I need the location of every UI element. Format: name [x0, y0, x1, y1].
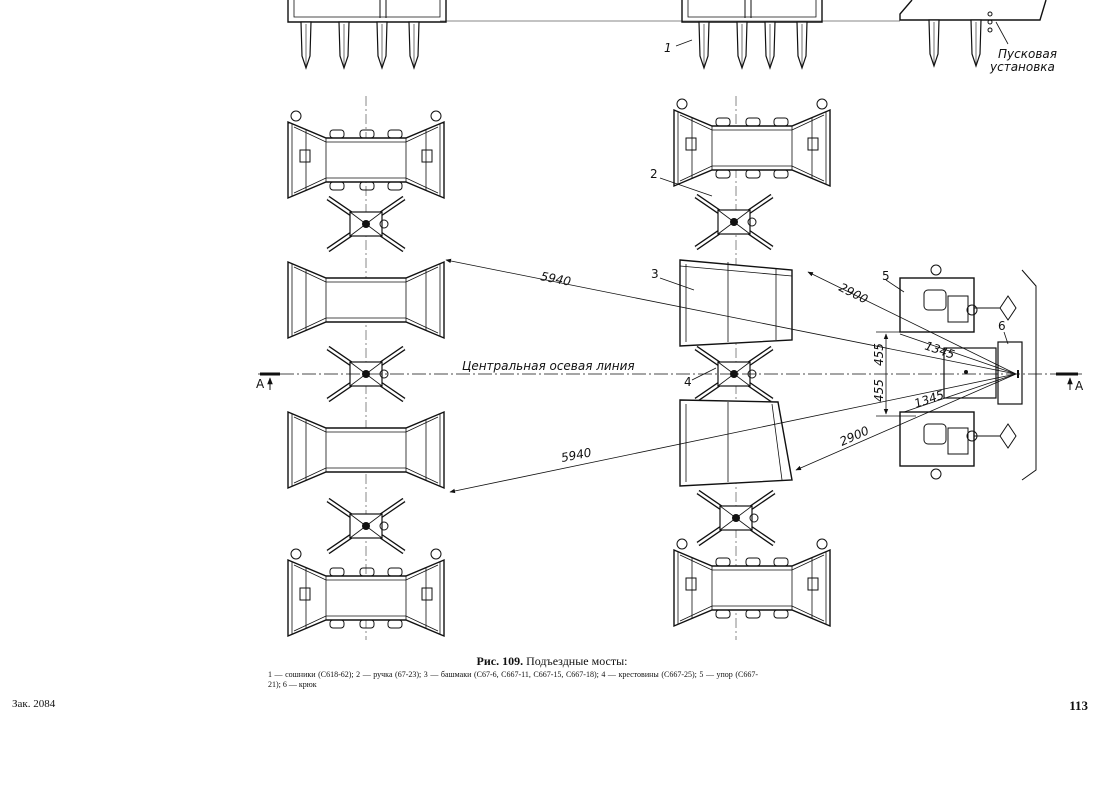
svg-text:А: А [256, 377, 265, 391]
dim-455-bottom: 455 [872, 379, 886, 402]
top-elevation-launcher: Пусковая установка [899, 0, 1057, 74]
launcher-label-line2: установка [989, 60, 1055, 74]
stop-lower [899, 411, 1017, 480]
launcher-label-line1: Пусковая [998, 47, 1057, 61]
top-elevation-left [287, 0, 447, 69]
section-mark-left: А [256, 372, 280, 391]
launcher-plan [899, 264, 1037, 481]
left-bridge [287, 96, 445, 640]
dim-2900-top: 2900 [837, 280, 871, 307]
dim-2900-bottom: 2900 [838, 423, 872, 448]
hook [943, 341, 1023, 405]
dim-1345-bottom: 1345 [912, 388, 945, 411]
figure-legend: 1 — сошники (С618-62); 2 — ручка (67-23)… [268, 670, 758, 689]
order-number: Зак. 2084 [12, 698, 56, 710]
callout-4: 4 [684, 375, 692, 389]
center-line-label: Центральная осевая линия [462, 359, 635, 373]
callout-2: 2 [650, 167, 658, 181]
top-elevation-right: 1 [664, 0, 823, 69]
dim-5940-top: 5940 [539, 269, 572, 289]
figure-caption-title: Рис. 109. Подъездные мосты: [0, 654, 1104, 669]
figure-title: Подъездные мосты: [526, 654, 628, 668]
callout-3: 3 [651, 267, 659, 281]
callouts [659, 177, 1009, 381]
callout-1-label: 1 [664, 41, 672, 55]
dimension-lines [445, 258, 1017, 494]
dim-455-top: 455 [872, 343, 886, 366]
section-mark-right: А [1056, 372, 1084, 393]
callout-6: 6 [998, 319, 1006, 333]
center-line: Центральная осевая линия [258, 359, 1082, 375]
dim-5940-bottom: 5940 [560, 445, 593, 465]
callout-5: 5 [882, 269, 890, 283]
page-number: 113 [1069, 698, 1088, 713]
figure-label: Рис. 109. [476, 654, 524, 668]
right-bridge [674, 96, 830, 640]
svg-text:А: А [1075, 379, 1084, 393]
